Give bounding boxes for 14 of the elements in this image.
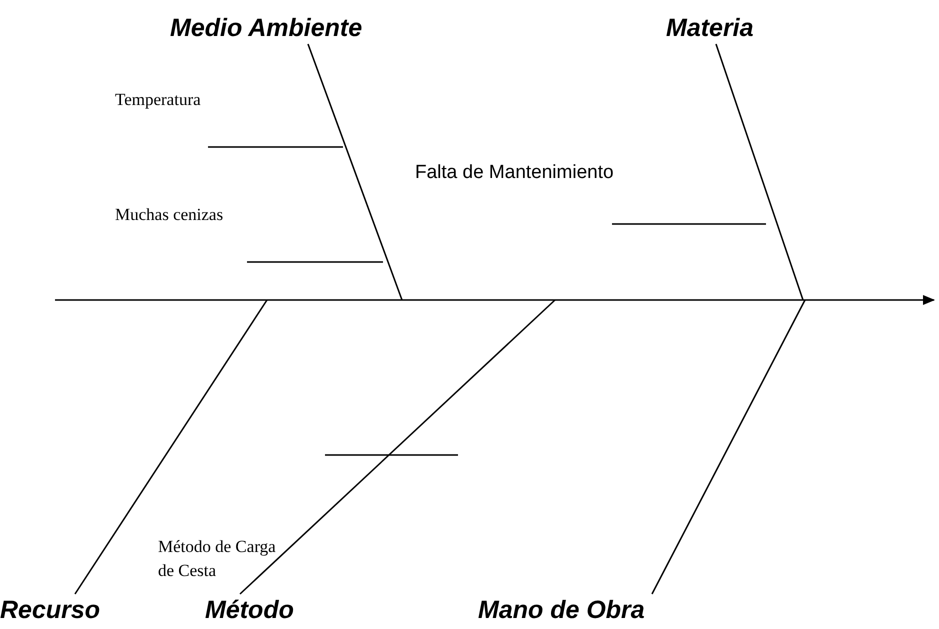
category-label: Método — [205, 596, 294, 624]
bone-line — [239, 299, 556, 595]
cause-label: Falta de Mantenimiento — [415, 161, 615, 185]
bone-line — [651, 300, 806, 594]
bone-line — [307, 44, 403, 300]
category-label: Materia — [666, 14, 754, 42]
bone-line — [715, 44, 804, 300]
cause-label: Muchas cenizas — [115, 204, 224, 226]
bone-line — [74, 300, 268, 594]
category-label: Medio Ambiente — [170, 14, 362, 42]
category-label: Recurso — [0, 596, 100, 624]
cause-label: Método de Carga de Cesta — [158, 536, 277, 582]
cause-label: Temperatura — [115, 89, 202, 111]
category-label: Mano de Obra — [478, 596, 645, 624]
